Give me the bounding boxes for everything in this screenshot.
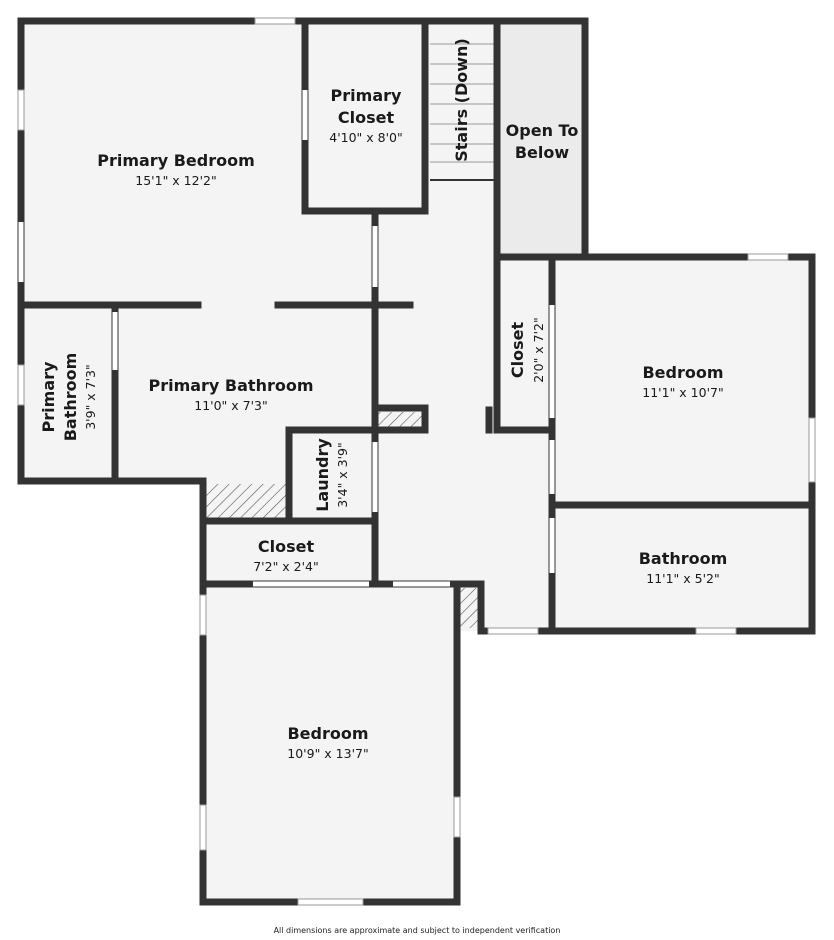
room-name: Stairs (Down) [452,38,471,162]
stairs-treads [430,43,494,181]
room-bedroom-bottom: Bedroom 10'9" x 13'7" [287,724,368,761]
room-closet-right: Closet 2'0" x 7'2" [508,317,546,383]
room-laundry: Laundry 3'4" x 3'9" [313,438,350,512]
room-closet-mid: Closet 7'2" x 2'4" [253,537,319,574]
chase-hatch [460,588,478,628]
room-dimensions: 7'2" x 2'4" [253,559,319,574]
room-bedroom-right: Bedroom 11'1" x 10'7" [642,363,723,400]
room-name: Primary Bedroom [97,151,255,170]
stairs-down: Stairs (Down) [452,38,471,162]
room-dimensions: 4'10" x 8'0" [329,130,402,145]
room-name: Bathroom [61,353,80,442]
room-name: Primary Bathroom [148,376,313,395]
room-name: Primary [331,86,402,105]
room-dimensions: 11'1" x 5'2" [646,571,719,586]
room-name: Bedroom [642,363,723,382]
room-dimensions: 10'9" x 13'7" [287,746,368,761]
room-name: Closet [508,322,527,379]
room-name: Closet [258,537,315,556]
open-to-below-area [497,21,585,257]
room-name: Primary [39,361,58,432]
chase-hatch [378,412,422,427]
room-name: Closet [338,108,395,127]
room-dimensions: 11'0" x 7'3" [194,398,267,413]
room-dimensions: 2'0" x 7'2" [531,317,546,383]
room-dimensions: 3'9" x 7'3" [83,364,98,430]
room-dimensions: 11'1" x 10'7" [642,385,723,400]
room-primary-bathroom-small: Primary Bathroom 3'9" x 7'3" [39,353,98,442]
room-bathroom: Bathroom 11'1" x 5'2" [639,549,728,586]
room-name: Open To [506,121,579,140]
room-primary-bedroom: Primary Bedroom 15'1" x 12'2" [97,151,255,188]
room-name: Bathroom [639,549,728,568]
room-name: Laundry [313,438,332,512]
room-dimensions: 3'4" x 3'9" [335,442,350,508]
windows [17,17,816,906]
room-name: Bedroom [287,724,368,743]
chase-hatch [206,484,286,518]
room-name: Below [515,143,570,162]
room-primary-closet: Primary Closet 4'10" x 8'0" [329,86,402,145]
open-to-below: Open To Below [506,121,579,162]
room-dimensions: 15'1" x 12'2" [135,173,216,188]
room-primary-bathroom: Primary Bathroom 11'0" x 7'3" [148,376,313,413]
disclaimer: All dimensions are approximate and subje… [273,926,561,935]
door-openings [18,90,555,587]
